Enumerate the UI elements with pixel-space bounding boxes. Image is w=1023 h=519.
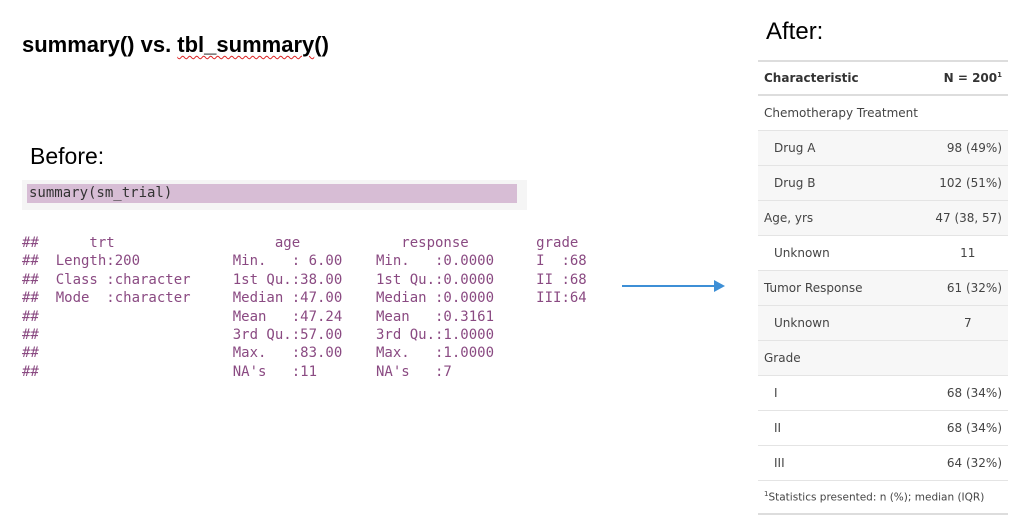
- output-line: ## 3rd Qu.:57.00 3rd Qu.:1.0000: [22, 327, 495, 344]
- table-row: Grade: [758, 340, 1008, 376]
- row-value: 7: [927, 305, 1008, 341]
- table-footnote: 1Statistics presented: n (%); median (IQ…: [758, 480, 1008, 515]
- output-line: ## Length:200 Min. : 6.00 Min. :0.0000 I…: [22, 253, 587, 270]
- row-value: 11: [927, 235, 1008, 271]
- footnote-text: Statistics presented: n (%); median (IQR…: [768, 491, 985, 504]
- footnote-mark: 1: [764, 490, 769, 499]
- row-label: Drug A: [758, 130, 928, 166]
- output-line: ## Mean :47.24 Mean :0.3161: [22, 308, 495, 325]
- row-label: Grade: [758, 340, 928, 376]
- output-line: ## NA's :11 NA's :7: [22, 363, 452, 380]
- row-value: [927, 95, 1008, 131]
- code-line: summary(sm_trial): [27, 184, 517, 203]
- row-label: Age, yrs: [758, 200, 928, 236]
- row-value: 61 (32%): [927, 270, 1008, 306]
- row-label: II: [758, 410, 928, 446]
- row-label: Drug B: [758, 165, 928, 201]
- output-line: ## Max. :83.00 Max. :1.0000: [22, 345, 495, 362]
- table-header-row: Characteristic N = 2001: [758, 60, 1008, 96]
- before-label: Before:: [30, 143, 105, 169]
- code-chunk: summary(sm_trial): [22, 180, 527, 210]
- row-label: Tumor Response: [758, 270, 928, 306]
- row-value: 68 (34%): [927, 375, 1008, 411]
- row-label: III: [758, 445, 928, 481]
- header-n-text: N = 200: [943, 71, 998, 85]
- title-prefix: summary() vs.: [22, 32, 178, 57]
- after-label: After:: [766, 18, 824, 45]
- row-label: I: [758, 375, 928, 411]
- output-line: ## Mode :character Median :47.00 Median …: [22, 290, 587, 307]
- output-line: ## trt age response grade: [22, 235, 579, 251]
- title-function-name: tbl_summary: [177, 32, 315, 57]
- footnote-mark: 1: [997, 71, 1002, 79]
- row-label: Chemotherapy Treatment: [758, 95, 928, 131]
- table-footnote-row: 1Statistics presented: n (%); median (IQ…: [758, 480, 1008, 515]
- arrow-right-icon: [622, 280, 725, 292]
- slide-title: summary() vs. tbl_summary(): [22, 32, 329, 58]
- row-value: [927, 340, 1008, 376]
- tbl-summary-table: Characteristic N = 2001 Chemotherapy Tre…: [758, 60, 1008, 515]
- row-label: Unknown: [758, 305, 928, 341]
- row-value: 68 (34%): [927, 410, 1008, 446]
- output-line: ## Class :character 1st Qu.:38.00 1st Qu…: [22, 271, 587, 288]
- row-value: 47 (38, 57): [927, 200, 1008, 236]
- row-value: 98 (49%): [927, 130, 1008, 166]
- title-suffix: (): [314, 32, 329, 57]
- row-value: 64 (32%): [927, 445, 1008, 481]
- header-n: N = 2001: [927, 60, 1008, 96]
- summary-output: ## trt age response grade ## Length:200 …: [22, 234, 587, 381]
- row-value: 102 (51%): [927, 165, 1008, 201]
- table-row: Chemotherapy Treatment: [758, 95, 1008, 131]
- header-characteristic: Characteristic: [758, 60, 928, 96]
- row-label: Unknown: [758, 235, 928, 271]
